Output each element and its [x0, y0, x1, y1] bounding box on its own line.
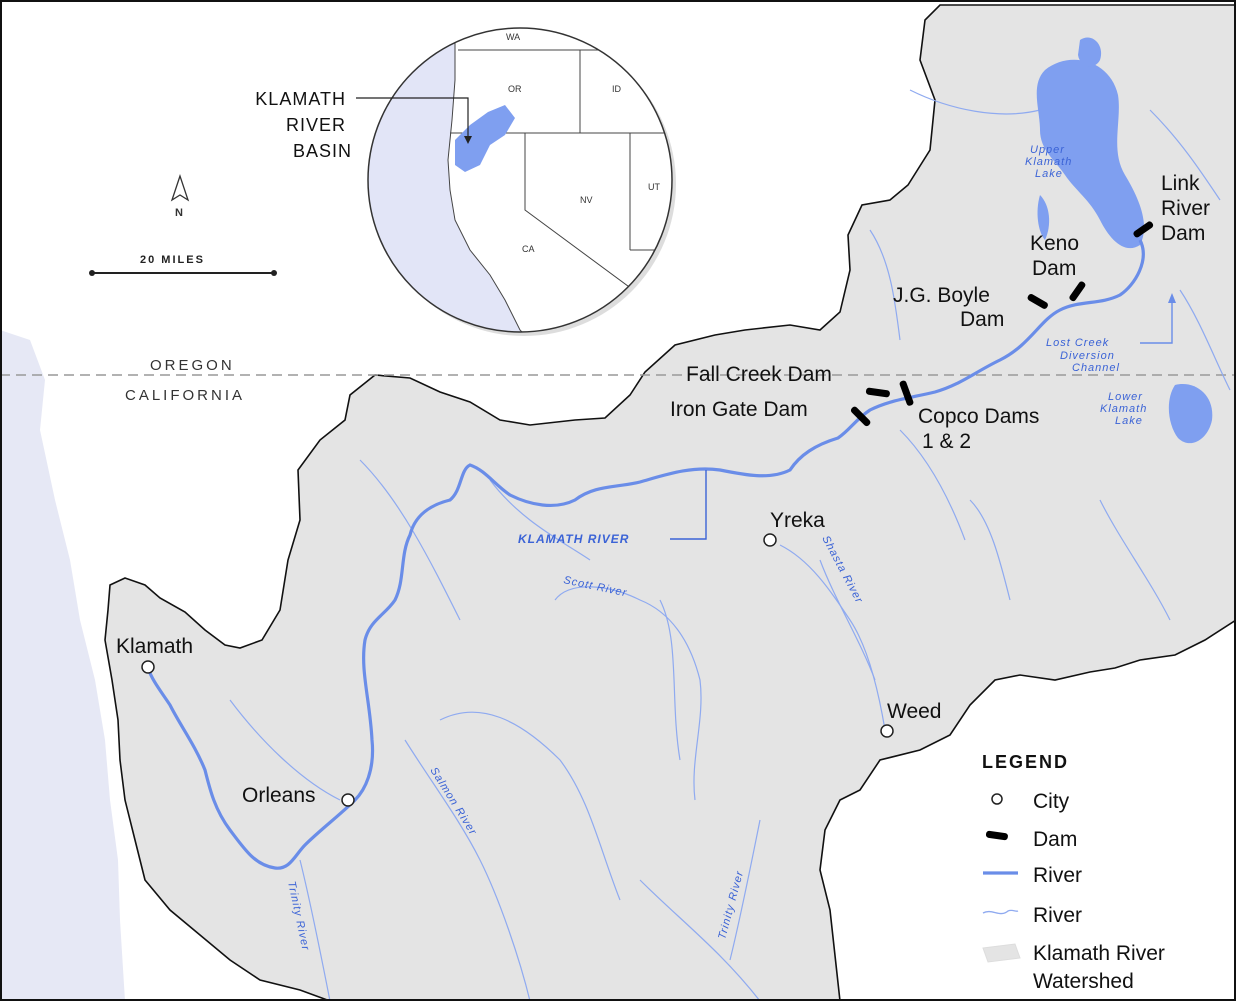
legend-city-icon [991, 793, 1003, 805]
legend-watershed-label: Klamath River Watershed [1033, 942, 1171, 993]
minor-rivers [229, 89, 1231, 1001]
inset-frame [367, 27, 673, 333]
inset-callout-arrowhead [464, 136, 472, 144]
dam-marker-link-river [1133, 221, 1154, 238]
dam-marker-keno [1069, 281, 1086, 302]
dam-marker-fall-creek [865, 387, 890, 398]
lost-creek-arrowhead [1168, 293, 1176, 303]
inset-locator-map: WA OR ID NV UT CA [367, 27, 676, 336]
legend-dam-label: Dam [1033, 828, 1077, 851]
legend-minor-river-label: River [1033, 904, 1082, 927]
north-arrow-label: N [175, 207, 183, 219]
inset-klamath-basin [455, 105, 515, 172]
legend-major-river-label: River [1033, 864, 1082, 887]
inset-label-ca: CA [522, 244, 535, 254]
label-klamath-river: KLAMATH RIVER [518, 532, 629, 546]
north-arrow: N [170, 173, 190, 219]
city-label-orleans: Orleans [242, 784, 316, 807]
inset-label-nv: NV [580, 195, 593, 205]
scale-bar-tick-right [271, 270, 277, 276]
inset-callout-line [356, 97, 469, 140]
dam-label-copco: Copco Dams 1 & 2 [918, 405, 1045, 453]
inset-label-id: ID [612, 84, 622, 94]
upper-klamath-lake [1036, 59, 1145, 249]
inset-callout-label: KLAMATH RIVER BASIN [255, 89, 352, 161]
legend-watershed-icon [982, 943, 1021, 963]
city-marker-weed [880, 724, 894, 738]
legend-minor-river-icon [982, 909, 1019, 915]
klamath-river-main [146, 239, 1145, 870]
scale-bar-label: 20 MILES [140, 254, 205, 266]
lower-klamath-lake [1168, 384, 1213, 444]
label-lost-creek: Lost Creek Diversion Channel [1046, 337, 1120, 374]
city-marker-yreka [763, 533, 777, 547]
north-arrow-icon [170, 173, 190, 202]
inset-label-wa: WA [506, 32, 520, 42]
klamath-river-pointer [670, 470, 707, 540]
dam-markers [850, 221, 1154, 427]
city-marker-orleans [341, 793, 355, 807]
inset-callout: KLAMATH RIVER BASIN [255, 89, 472, 161]
city-marker-klamath [141, 660, 155, 674]
legend-title: LEGEND [982, 752, 1069, 772]
inset-label-ut: UT [648, 182, 660, 192]
city-markers [141, 533, 894, 807]
lakes [1036, 37, 1213, 444]
label-lower-klamath-lake: Lower Klamath Lake [1100, 391, 1151, 427]
klamath-watershed [104, 4, 1236, 1001]
dam-label-keno: Keno Dam [1030, 232, 1085, 280]
agency-lake [1078, 37, 1102, 67]
legend: LEGEND City Dam River River Klamath Rive… [982, 752, 1171, 993]
city-label-klamath: Klamath [116, 635, 193, 658]
lost-creek-pointer [1140, 300, 1173, 344]
scale-bar-tick-left [89, 270, 95, 276]
dam-marker-copco [899, 380, 914, 406]
inset-land [447, 28, 672, 332]
state-label-california: CALIFORNIA [125, 387, 245, 404]
ocean [0, 330, 125, 1001]
city-label-weed: Weed [887, 700, 941, 723]
state-label-oregon: OREGON [150, 357, 235, 374]
label-upper-klamath-lake: Upper Klamath Lake [1025, 144, 1076, 180]
dam-label-link-river: Link River Dam [1161, 172, 1216, 245]
dam-label-iron-gate: Iron Gate Dam [670, 398, 808, 421]
dam-marker-jg-boyle [1027, 294, 1048, 309]
dam-label-fall-creek: Fall Creek Dam [686, 363, 832, 386]
city-label-yreka: Yreka [770, 509, 825, 532]
scale-bar: 20 MILES [89, 254, 277, 276]
dam-marker-iron-gate [850, 406, 871, 427]
legend-dam-icon [985, 830, 1008, 841]
inset-label-or: OR [508, 84, 522, 94]
legend-city-label: City [1033, 790, 1070, 813]
dam-label-jg-boyle: J.G. Boyle Dam [893, 284, 1004, 331]
